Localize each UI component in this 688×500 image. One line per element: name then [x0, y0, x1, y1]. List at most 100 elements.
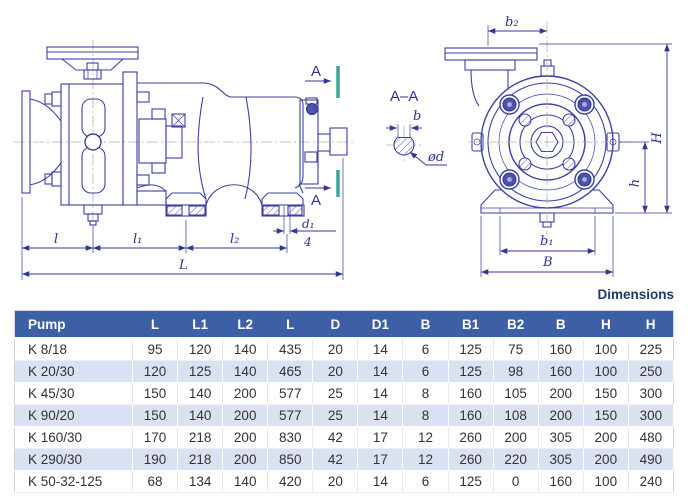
value-cell: 150: [583, 382, 629, 405]
value-cell: 14: [357, 470, 404, 493]
value-cell: 14: [357, 360, 404, 383]
value-cell: 108: [493, 404, 539, 427]
column-header: B2: [493, 310, 539, 339]
value-cell: 240: [628, 470, 674, 493]
pump-technical-drawing: A A l: [14, 15, 672, 280]
value-cell: 100: [583, 338, 629, 361]
column-header: L: [132, 310, 178, 339]
value-cell: 170: [132, 426, 179, 449]
value-cell: 125: [177, 360, 224, 383]
value-cell: 435: [267, 338, 314, 361]
pump-name-cell: K 90/20: [14, 404, 133, 427]
bolt: [499, 94, 520, 115]
value-cell: 420: [267, 470, 314, 493]
value-cell: 42: [312, 426, 359, 449]
bolt: [574, 94, 595, 115]
value-cell: 577: [267, 382, 314, 405]
value-cell: 125: [448, 338, 494, 361]
value-cell: 150: [132, 404, 179, 427]
value-cell: 75: [493, 338, 539, 361]
value-cell: 105: [493, 382, 539, 405]
pump-name-cell: K 290/30: [14, 448, 133, 471]
dim-label-b: b: [413, 109, 421, 124]
value-cell: 160: [538, 360, 584, 383]
value-cell: 20: [312, 360, 359, 383]
value-cell: 120: [177, 338, 224, 361]
value-cell: 305: [538, 448, 584, 471]
pump-name-cell: K 8/18: [14, 338, 133, 361]
value-cell: 125: [448, 470, 494, 493]
value-cell: 160: [448, 404, 494, 427]
value-cell: 480: [628, 426, 674, 449]
cover-hole: [518, 113, 532, 127]
value-cell: 160: [538, 470, 584, 493]
value-cell: 68: [132, 470, 179, 493]
column-header-pump: Pump: [14, 310, 133, 339]
value-cell: 305: [538, 426, 584, 449]
value-cell: 25: [312, 382, 359, 405]
value-cell: 14: [357, 382, 404, 405]
value-cell: 20: [312, 470, 359, 493]
value-cell: 160: [448, 382, 494, 405]
dim-label-b2: b₂: [505, 15, 519, 30]
value-cell: 17: [357, 426, 404, 449]
dim-label-L: L: [178, 258, 188, 273]
value-cell: 140: [222, 338, 269, 361]
cover-hole: [562, 113, 576, 127]
value-cell: 218: [177, 426, 224, 449]
value-cell: 200: [222, 404, 269, 427]
dim-label-od: ød: [427, 150, 444, 165]
section-a-a-detail: A–A b ød: [386, 88, 447, 166]
cover-hole: [518, 157, 532, 171]
column-header: B: [402, 310, 449, 339]
table-title: Dimensions: [597, 287, 674, 302]
value-cell: 25: [312, 404, 359, 427]
value-cell: 6: [402, 470, 449, 493]
shaft: [317, 127, 348, 156]
frame-plate: [122, 71, 150, 206]
value-cell: 200: [493, 426, 539, 449]
value-cell: 490: [628, 448, 675, 471]
value-cell: 830: [267, 426, 314, 449]
value-cell: 12: [402, 448, 449, 471]
side-view: A A l: [14, 40, 354, 280]
value-cell: 190: [132, 448, 179, 471]
value-cell: 140: [177, 404, 224, 427]
drain-plug: [83, 204, 103, 226]
value-cell: 17: [357, 448, 404, 471]
dim-label-holes-count: 4: [303, 235, 312, 249]
dim-label-l: l: [54, 232, 58, 247]
value-cell: 200: [222, 426, 269, 449]
top-vent-bolt-cap: [543, 59, 552, 67]
value-cell: 0: [493, 470, 539, 493]
value-cell: 6: [402, 338, 449, 361]
dim-label-h: h: [628, 179, 643, 187]
pump-name-cell: K 20/30: [14, 360, 133, 383]
bolt: [499, 169, 520, 190]
section-detail-title: A–A: [390, 88, 418, 105]
value-cell: 100: [583, 360, 629, 383]
dim-label-B: B: [542, 255, 553, 270]
value-cell: 12: [402, 426, 449, 449]
value-cell: 300: [628, 382, 674, 405]
value-cell: 260: [448, 448, 494, 471]
value-cell: 20: [312, 338, 359, 361]
value-cell: 14: [357, 404, 404, 427]
value-cell: 134: [177, 470, 224, 493]
front-view-dimensions: b₂ H h b₁ B: [480, 15, 672, 277]
value-cell: 200: [583, 426, 629, 449]
value-cell: 140: [222, 360, 269, 383]
value-cell: 8: [402, 404, 449, 427]
column-header: H: [583, 310, 629, 339]
feet: [165, 192, 305, 217]
column-header: L2: [222, 310, 268, 339]
column-header: D1: [357, 310, 403, 339]
column-header: B: [538, 310, 584, 339]
